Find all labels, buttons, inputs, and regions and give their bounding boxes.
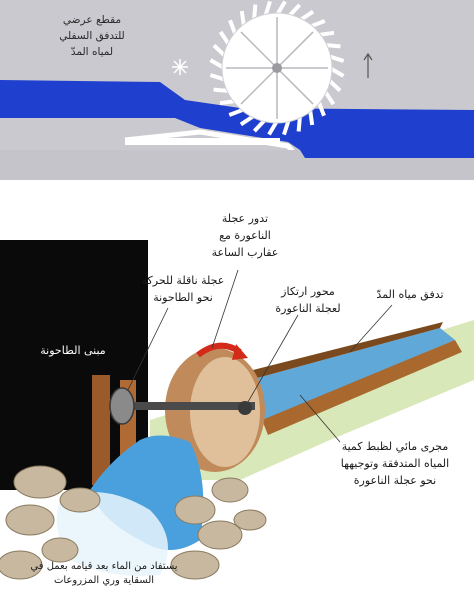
- cross-section-title-line-1: مقطع عرضي: [62, 14, 122, 26]
- label-reuse-water: يستفاد من الماء بعد قيامه بعمل في السقاي…: [30, 561, 178, 586]
- cross-section-diagram: [0, 0, 474, 180]
- wheel-spoke: [276, 67, 314, 105]
- leader-wheel-rotation: [211, 269, 239, 349]
- cross-section-title: مقطع عرضي للتدفق السفلي لمياه المدّ: [32, 12, 152, 60]
- cross-section-title-line-3: لمياه المدّ: [70, 46, 114, 58]
- channel-wall-back: [245, 322, 443, 380]
- leader-pivot-axis: [247, 314, 299, 403]
- water-channel-lower: [300, 150, 474, 158]
- leader-transfer-wheel: [127, 307, 169, 391]
- rocks: [0, 465, 267, 580]
- up-arrow-icon: [363, 52, 373, 78]
- cross-section-title-line-2: للتدفق السفلي: [59, 30, 125, 42]
- label-tide-flow: تدفق مياه المدّ: [376, 288, 444, 301]
- rock: [59, 487, 101, 513]
- water-flow: [0, 80, 474, 150]
- channel-floor-plate: [125, 138, 280, 145]
- water-wheel-top: [209, 0, 345, 136]
- sparkle-icon: [172, 59, 188, 75]
- rock: [233, 509, 267, 531]
- rock: [170, 550, 220, 580]
- rock: [41, 537, 79, 563]
- frame-post-left: [92, 375, 110, 485]
- label-pivot-axis: محور ارتكاز لعجلة الناعورة: [275, 285, 341, 315]
- water-splash-foam: [56, 492, 168, 576]
- leader-tide-flow: [349, 304, 393, 353]
- wheel-axle: [272, 63, 282, 73]
- rock: [174, 495, 216, 525]
- label-mill-building: مبنى الطاحونة: [40, 344, 106, 357]
- watermill-illustration: [0, 240, 474, 580]
- wheel-spoke: [240, 67, 278, 105]
- leader-channel: [299, 394, 341, 443]
- wheel-hub: [238, 401, 252, 415]
- rotation-arrow-head: [232, 344, 248, 360]
- rock: [13, 465, 67, 499]
- rock: [0, 550, 43, 580]
- channel-wall-front: [262, 340, 462, 435]
- water-wheel-face: [190, 357, 260, 467]
- wheel-spoke: [276, 31, 314, 69]
- label-channel: مجرى مائي لظبط كمية المياه المتدفقة وتوج…: [340, 440, 450, 487]
- rock: [5, 504, 55, 536]
- transfer-wheel: [109, 387, 135, 425]
- wheel-spoke: [240, 31, 278, 69]
- rock: [211, 477, 249, 503]
- label-transfer-wheel: عجلة ناقلة للحركة نحو الطاحونة: [141, 274, 225, 304]
- label-wheel-rotation: تدور عجلة الناعورة مع عقارب الساعة: [211, 212, 279, 259]
- wheel-shaft: [110, 402, 255, 410]
- rock: [197, 520, 243, 550]
